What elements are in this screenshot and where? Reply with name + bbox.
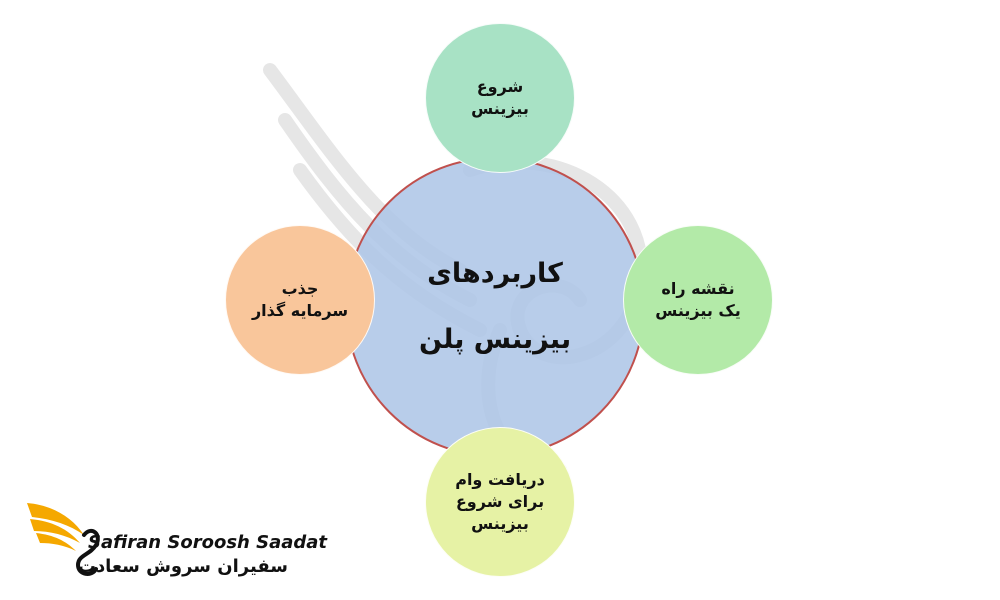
node-label-line2: بیزینس (471, 99, 529, 118)
node-start-business: شروع بیزینس (425, 23, 575, 173)
center-node: کاربردهای بیزینس پلن (345, 157, 645, 457)
node-label-line1: نقشه راه (661, 279, 735, 298)
company-logo (27, 503, 100, 576)
wing-icon (27, 503, 84, 551)
logo-persian-text: سفیران سروش سعادت (77, 556, 288, 577)
node-label-line1: دریافت وام (455, 470, 545, 489)
node-business-roadmap: نقشه راه یک بیزینس (623, 225, 773, 375)
node-label-line1: جذب (281, 279, 319, 298)
node-label-line3: بیزینس (471, 514, 529, 533)
center-title-line1: کاربردهای (427, 258, 563, 289)
node-label-line1: شروع (476, 77, 524, 96)
node-label-line2: یک بیزینس (655, 301, 741, 320)
logo-latin-text: Safiran Soroosh Saadat (88, 532, 328, 553)
center-title-line2: بیزینس پلن (418, 324, 572, 355)
node-attract-investor: جذب سرمایه گذار (225, 225, 375, 375)
node-label-line2: سرمایه گذار (251, 301, 349, 320)
node-get-loan: دریافت وام برای شروع بیزینس (425, 427, 575, 577)
node-label-line2: برای شروع (455, 492, 545, 511)
swan-icon (75, 528, 100, 576)
